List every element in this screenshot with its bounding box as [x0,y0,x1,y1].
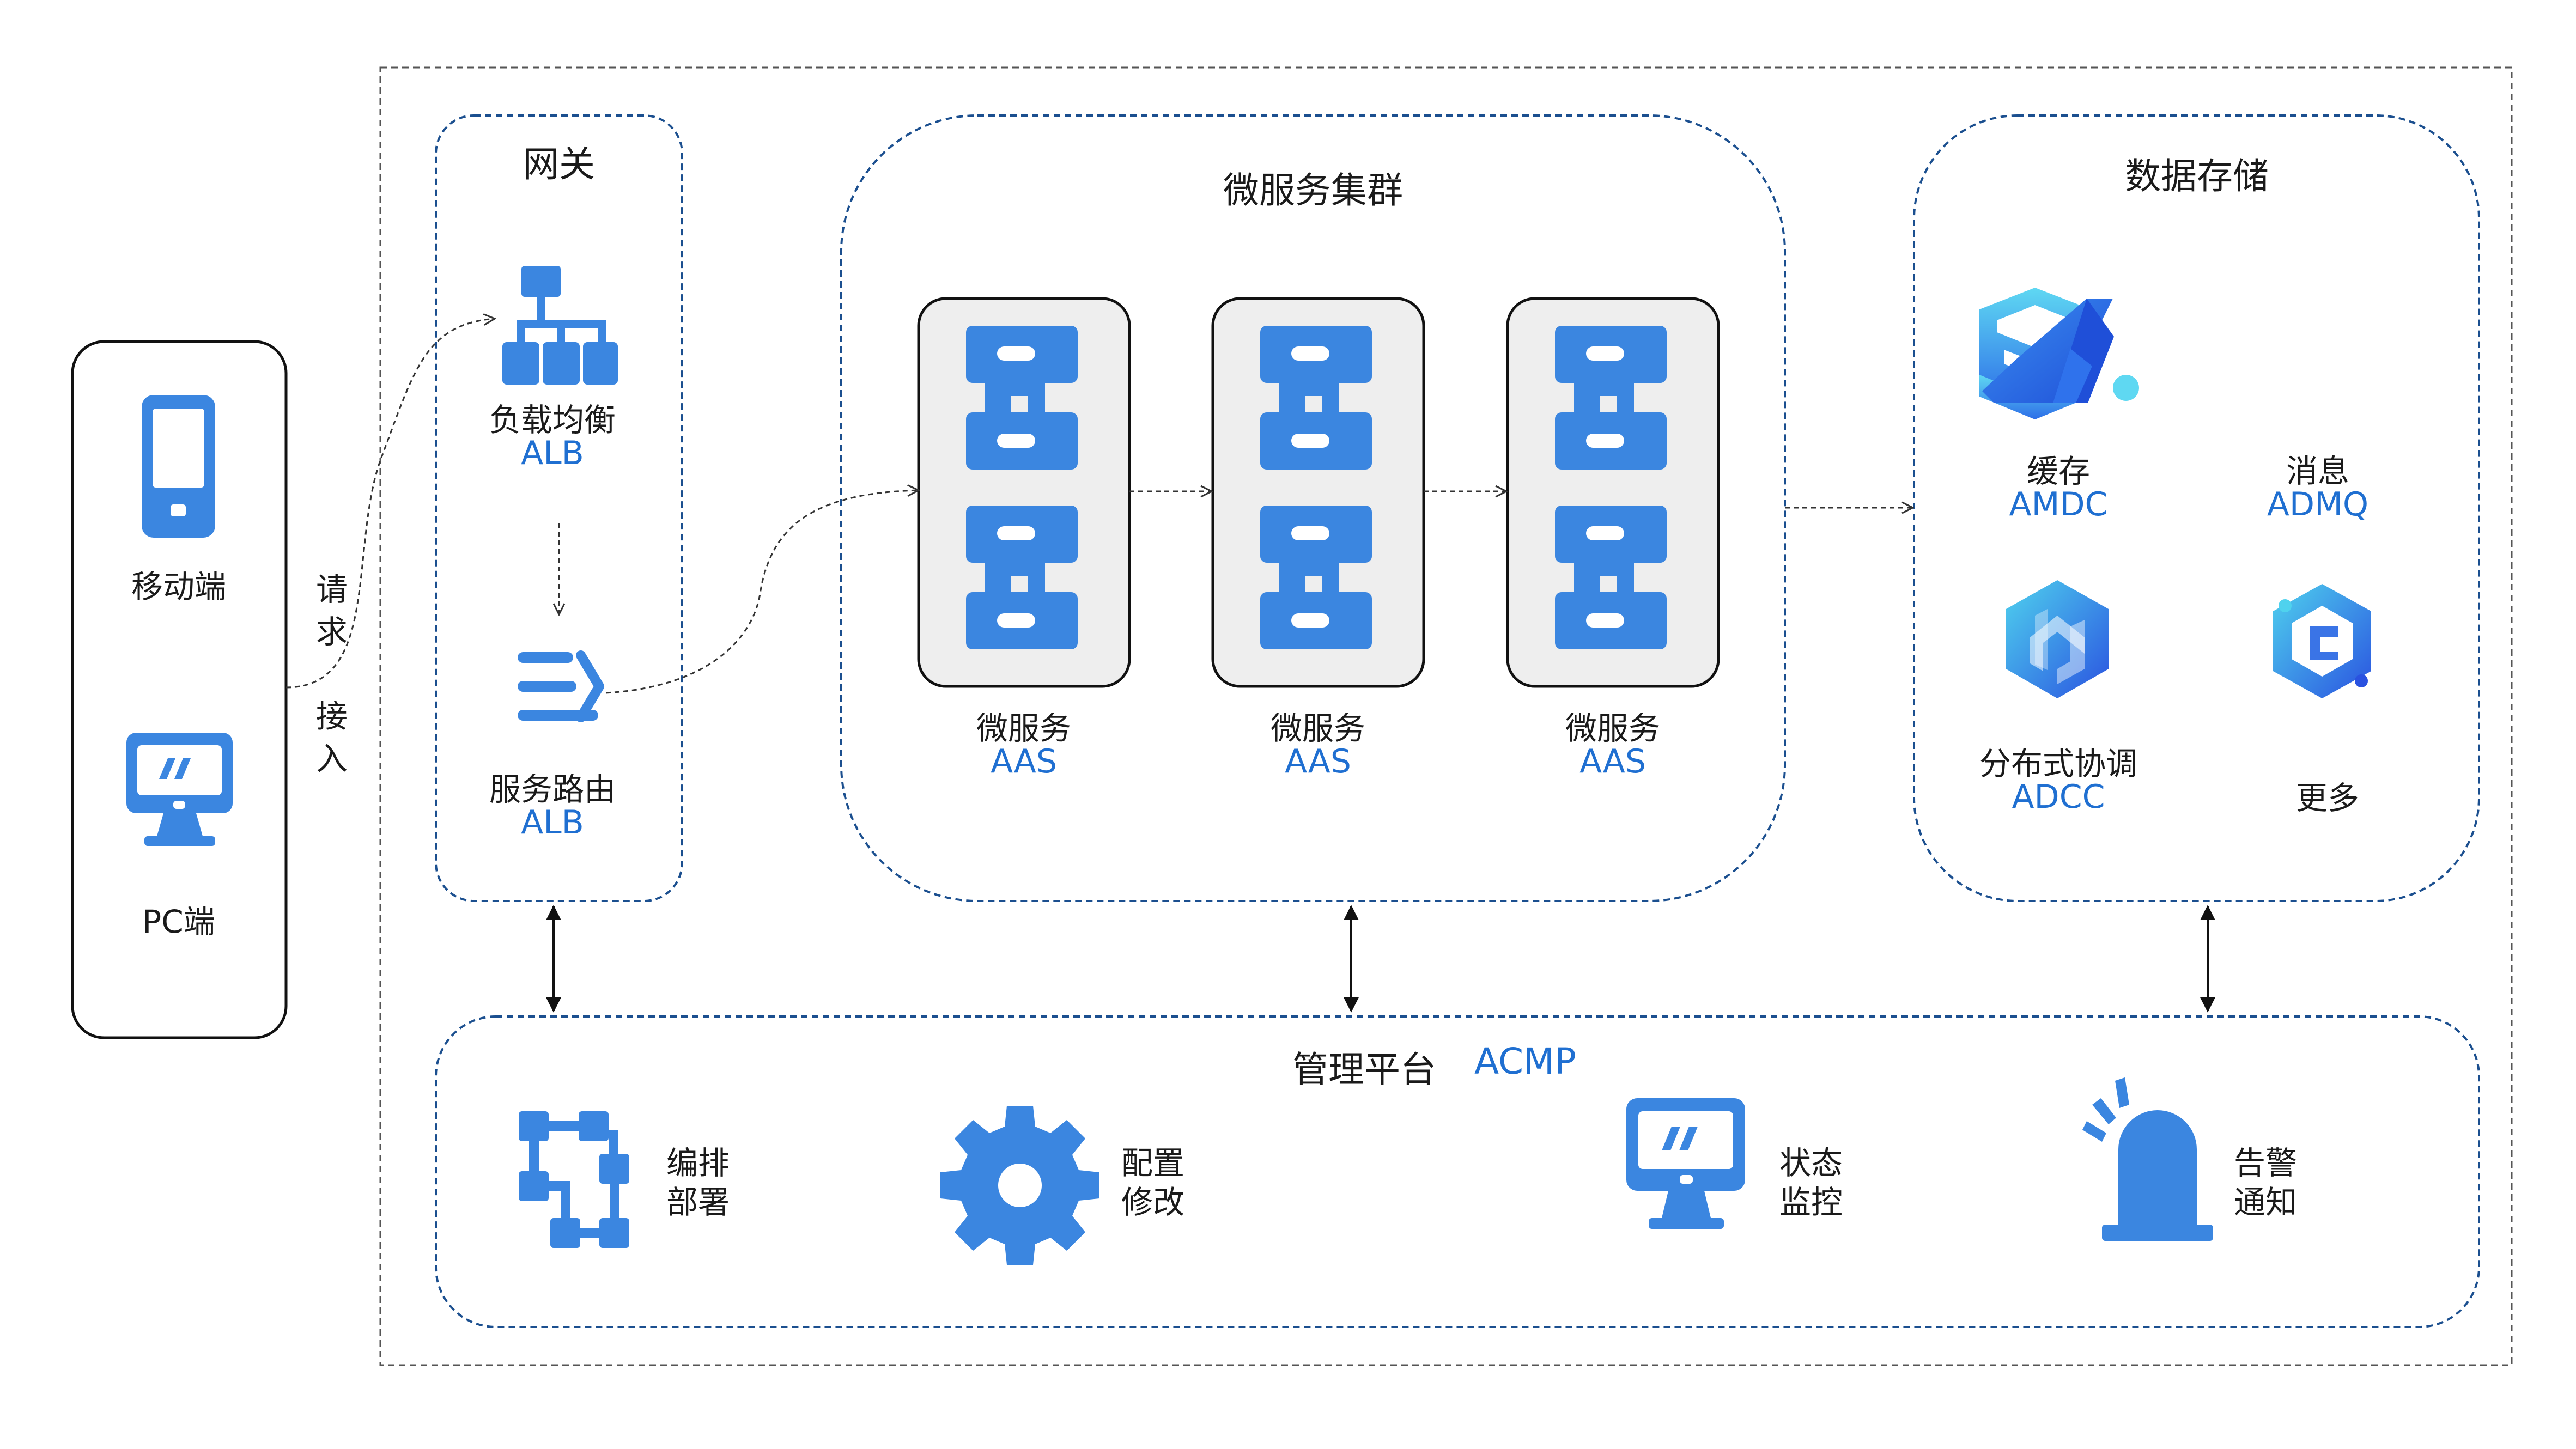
more-name: 更多 [2295,780,2360,817]
service-router-name: 服务路由 [489,771,616,808]
pc-label: PC端 [142,903,215,940]
status-line1: 状态 [1779,1144,1843,1182]
microservices-title: 微服务集群 [1223,169,1403,211]
request-label-char-2: 求 [316,613,348,650]
alarm-icon [2082,1077,2213,1241]
coordination-name: 分布式协调 [1979,745,2138,782]
microservice-node-2 [1211,297,1425,688]
management-panel [435,1015,2480,1328]
microservice-2-icon [1260,326,1372,649]
request-label-char-3: 接 [316,698,348,735]
load-balancer-icon [502,266,618,385]
status-line2: 监控 [1779,1184,1843,1221]
cache-code: AMDC [2009,485,2108,523]
clients-panel [71,340,288,1039]
config-line1: 配置 [1121,1144,1185,1182]
alarm-line2: 通知 [2234,1184,2298,1221]
coordination-code: ADCC [2012,778,2105,816]
microservice-1-name: 微服务 [976,710,1072,747]
message-icon [1982,299,2139,403]
config-gear-icon [940,1106,1099,1265]
client-to-gateway-connector [285,319,495,689]
microservice-3-icon [1555,326,1667,649]
pc-monitor-icon [126,733,233,846]
microservice-2-code: AAS [1285,742,1351,781]
orchestrate-deploy-icon [519,1111,629,1248]
cache-name: 缓存 [2026,453,2091,490]
status-monitor-icon [1626,1098,1745,1229]
gateway-title: 网关 [523,143,595,185]
microservice-node-3 [1506,297,1720,688]
service-router-icon [518,650,604,722]
router-to-microservices-connector [605,490,919,694]
microservice-3-name: 微服务 [1565,710,1661,747]
message-code: ADMQ [2267,485,2369,523]
mobile-phone-icon [142,395,215,538]
data-storage-panel [1913,114,2480,902]
load-balancer-code: ALB [521,434,584,472]
config-line2: 修改 [1121,1184,1185,1221]
microservice-2-name: 微服务 [1270,710,1366,747]
data-storage-title: 数据存储 [2125,155,2269,197]
management-code: ACMP [1474,1040,1576,1082]
request-label-char-1: 请 [316,571,348,608]
gateway-panel [435,114,683,902]
load-balancer-name: 负载均衡 [489,401,616,439]
management-title: 管理平台 [1292,1049,1436,1091]
message-name: 消息 [2286,453,2350,490]
alarm-line1: 告警 [2234,1144,2298,1182]
microservice-1-icon [966,326,1078,649]
service-router-code: ALB [521,803,584,842]
system-boundary [379,66,2513,1366]
distributed-coordination-icon [2006,580,2109,698]
microservice-1-code: AAS [991,742,1057,781]
more-icon [2273,584,2371,698]
orchestrate-line2: 部署 [666,1184,730,1221]
microservice-3-code: AAS [1579,742,1646,781]
mobile-label: 移动端 [131,568,227,605]
request-label-char-4: 入 [316,740,348,777]
orchestrate-line1: 编排 [666,1144,730,1182]
